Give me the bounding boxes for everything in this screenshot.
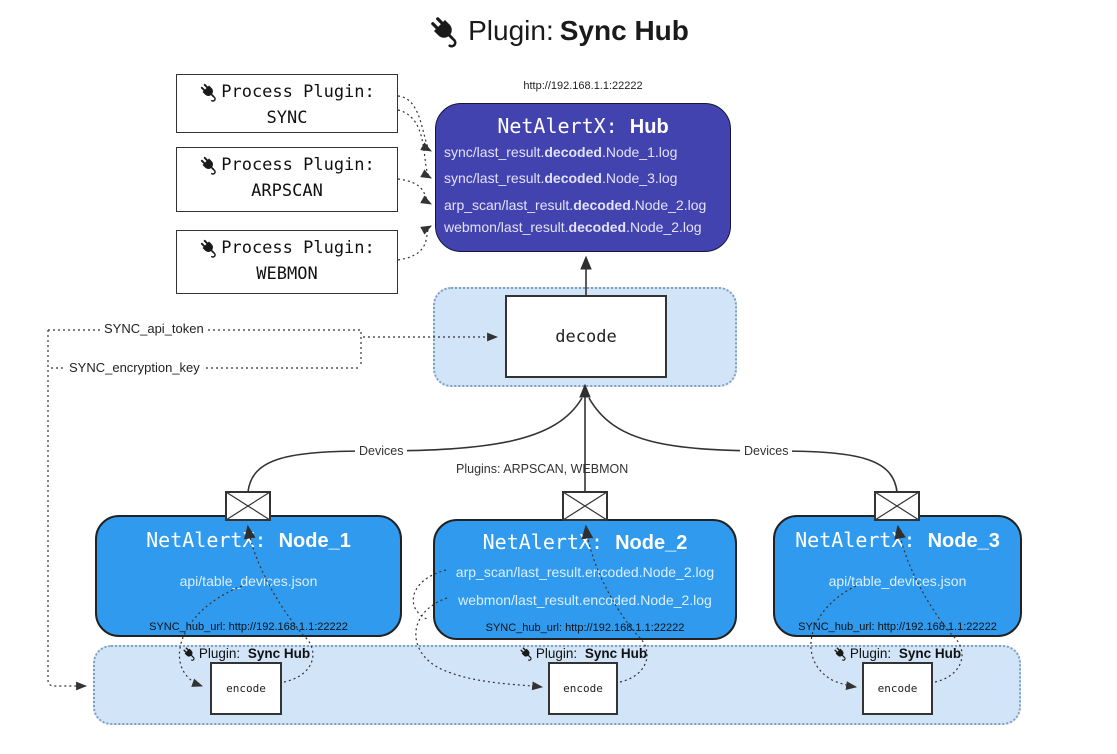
sync-encryption-key-label: SYNC_encryption_key bbox=[66, 360, 203, 375]
node-file: api/table_devices.json bbox=[179, 573, 318, 589]
hub-address: http://192.168.1.1:22222 bbox=[523, 80, 643, 92]
plugin-name: Sync Hub bbox=[584, 646, 648, 661]
plugin-name: Sync Hub bbox=[247, 646, 311, 661]
encoder-plugin-label: Plugin: Sync Hub bbox=[503, 646, 663, 661]
log-mid: decoded bbox=[568, 219, 627, 235]
hub-title: NetAlertX: Hub bbox=[436, 114, 730, 139]
process-plugin-label-row: Process Plugin: bbox=[177, 152, 397, 178]
encoder-plugin-label: Plugin: Sync Hub bbox=[817, 646, 977, 661]
sync-api-token-label: SYNC_api_token bbox=[101, 321, 207, 336]
process-plugin-label-row: Process Plugin: bbox=[177, 79, 397, 105]
plugin-label: Plugin: bbox=[535, 646, 578, 661]
plug-icon bbox=[201, 83, 216, 102]
hub-log-line: webmon/last_result.decoded.Node_2.log bbox=[444, 219, 702, 235]
node-file: arp_scan/last_result.encoded.Node_2.log bbox=[455, 564, 715, 580]
plugin-name: Sync Hub bbox=[898, 646, 962, 661]
plug-icon bbox=[834, 647, 846, 661]
node-product: NetAlertX: bbox=[482, 530, 604, 554]
node-1-box: NetAlertX: Node_1 api/table_devices.json… bbox=[95, 515, 402, 637]
encode-label: encode bbox=[877, 682, 918, 695]
plug-icon bbox=[201, 156, 216, 175]
node-product: NetAlertX: bbox=[146, 528, 267, 552]
process-plugin-name: SYNC bbox=[266, 108, 308, 128]
log-mid: decoded bbox=[544, 144, 602, 160]
decode-label: decode bbox=[555, 326, 617, 347]
log-mid: decoded bbox=[573, 197, 631, 213]
process-plugin-label: Process Plugin: bbox=[221, 82, 375, 102]
title-name: Sync Hub bbox=[559, 15, 689, 46]
envelope-icon-node3 bbox=[874, 491, 920, 521]
plug-icon bbox=[201, 239, 216, 258]
log-pre: sync/last_result. bbox=[444, 144, 545, 160]
node-name: Node_2 bbox=[615, 532, 688, 554]
plug-icon bbox=[183, 647, 195, 661]
log-post: .Node_3.log bbox=[601, 170, 678, 186]
decode-box: decode bbox=[505, 295, 667, 378]
edge-label-devices-right: Devices bbox=[740, 444, 793, 458]
encoder-plugin-label: Plugin: Sync Hub bbox=[166, 646, 326, 661]
plug-icon bbox=[520, 647, 532, 661]
node-name: Node_1 bbox=[278, 530, 351, 552]
plugin-label: Plugin: bbox=[849, 646, 892, 661]
process-plugin-sync: Process Plugin: SYNC bbox=[176, 74, 398, 133]
encode-box-2: encode bbox=[548, 662, 618, 715]
log-mid: decoded bbox=[544, 170, 602, 186]
log-post: .Node_2.log bbox=[626, 219, 702, 235]
node-file: api/table_devices.json bbox=[828, 573, 967, 589]
title-prefix: Plugin: bbox=[468, 15, 554, 46]
process-plugin-name: ARPSCAN bbox=[251, 181, 323, 201]
node-2-box: NetAlertX: Node_2 arp_scan/last_result.e… bbox=[433, 519, 737, 640]
plugin-label: Plugin: bbox=[198, 646, 241, 661]
process-plugin-label: Process Plugin: bbox=[221, 238, 375, 258]
encode-box-1: encode bbox=[210, 662, 282, 715]
log-pre: sync/last_result. bbox=[444, 170, 545, 186]
encode-box-3: encode bbox=[862, 662, 933, 715]
log-pre: webmon/last_result. bbox=[444, 219, 569, 235]
node-hub-url: SYNC_hub_url: http://192.168.1.1:22222 bbox=[149, 621, 348, 633]
log-post: .Node_1.log bbox=[601, 144, 678, 160]
hub-log-line: arp_scan/last_result.decoded.Node_2.log bbox=[444, 197, 706, 213]
envelope-icon-node2 bbox=[562, 491, 608, 521]
node-product: NetAlertX: bbox=[795, 528, 916, 552]
hub-product: NetAlertX: bbox=[497, 114, 618, 138]
envelope-icon-node1 bbox=[225, 491, 271, 521]
hub-log-line: sync/last_result.decoded.Node_3.log bbox=[444, 170, 677, 186]
edge-label-devices-left: Devices bbox=[355, 444, 408, 458]
process-plugin-label: Process Plugin: bbox=[221, 155, 375, 175]
node-3-box: NetAlertX: Node_3 api/table_devices.json… bbox=[773, 515, 1022, 637]
process-plugin-arpscan: Process Plugin: ARPSCAN bbox=[176, 147, 398, 212]
node-file: webmon/last_result.encoded.Node_2.log bbox=[458, 592, 712, 608]
process-plugin-webmon: Process Plugin: WEBMON bbox=[176, 230, 398, 294]
edge-label-plugins: Plugins: ARPSCAN, WEBMON bbox=[456, 462, 629, 476]
process-plugin-label-row: Process Plugin: bbox=[177, 235, 397, 261]
node-title: NetAlertX: Node_1 bbox=[97, 528, 400, 553]
encode-label: encode bbox=[563, 682, 603, 695]
plug-icon bbox=[431, 17, 457, 48]
node-hub-url: SYNC_hub_url: http://192.168.1.1:22222 bbox=[485, 622, 685, 634]
node-title: NetAlertX: Node_2 bbox=[435, 530, 735, 555]
page-title: Plugin: Sync Hub bbox=[0, 14, 1117, 48]
process-plugin-name: WEBMON bbox=[256, 264, 318, 284]
log-post: .Node_2.log bbox=[630, 197, 707, 213]
hub-box: NetAlertX: Hub sync/last_result.decoded.… bbox=[435, 103, 731, 252]
log-pre: arp_scan/last_result. bbox=[444, 197, 574, 213]
hub-name: Hub bbox=[629, 116, 669, 138]
node-title: NetAlertX: Node_3 bbox=[775, 528, 1020, 553]
node-hub-url: SYNC_hub_url: http://192.168.1.1:22222 bbox=[798, 621, 997, 633]
encode-label: encode bbox=[226, 682, 266, 695]
node-name: Node_3 bbox=[927, 530, 1000, 552]
hub-log-line: sync/last_result.decoded.Node_1.log bbox=[444, 144, 677, 160]
